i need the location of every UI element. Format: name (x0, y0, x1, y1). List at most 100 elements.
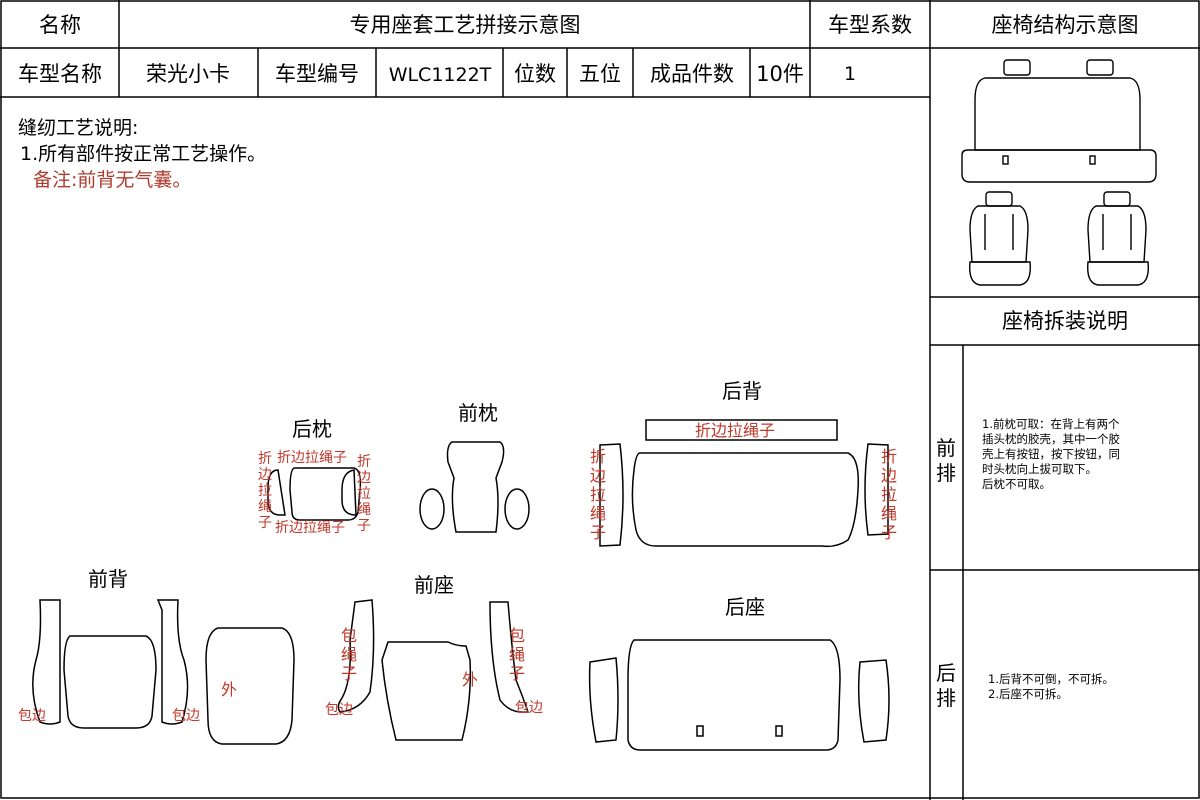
svg-text:折: 折 (590, 447, 606, 466)
svg-text:子: 子 (881, 523, 897, 542)
svg-text:折: 折 (881, 447, 897, 466)
front-pillow-ear-left (419, 488, 445, 530)
svg-text:包: 包 (341, 626, 357, 645)
annot-front-seat-left: 包 绳 子 (341, 626, 357, 683)
model-no: WLC1122T (389, 64, 492, 86)
annot-front-back-outer: 外 (221, 680, 237, 699)
svg-text:1.前枕可取：在背上有两个: 1.前枕可取：在背上有两个 (982, 417, 1120, 431)
rear-back-side-right (864, 443, 889, 536)
label-rear-seat: 后座 (725, 595, 765, 619)
svg-text:绳: 绳 (357, 502, 371, 518)
rear-pillow-side-left (267, 469, 286, 516)
front-back-center (63, 635, 157, 729)
svg-text:绳: 绳 (509, 645, 525, 664)
front-row-instructions: 1.前枕可取：在背上有两个 插头枕的胶壳，其中一个胶 壳上有按钮，按下按钮，同 … (982, 417, 1120, 491)
svg-text:边: 边 (590, 466, 606, 485)
label-rear-back: 后背 (722, 379, 762, 403)
annot-front-seat-edge-left: 包边 (325, 702, 353, 718)
annot-rear-pillow-right: 折 边 拉 绳 子 (357, 454, 371, 534)
svg-text:边: 边 (258, 467, 272, 483)
svg-text:拉: 拉 (590, 485, 606, 504)
pieces-label: 成品件数 (650, 62, 734, 86)
structure-title: 座椅结构示意图 (992, 13, 1139, 37)
svg-text:后: 后 (936, 661, 956, 685)
notes-line1: 1.所有部件按正常工艺操作。 (20, 143, 266, 165)
notes-heading: 缝纫工艺说明: (18, 117, 138, 139)
label-rear-pillow: 后枕 (292, 417, 332, 441)
front-back-outer (205, 627, 295, 745)
model-no-label: 车型编号 (275, 62, 359, 86)
rear-pillow-center (289, 467, 362, 521)
annot-front-seat-right: 包 绳 子 (509, 626, 525, 683)
seat-structure-sketch (961, 59, 1157, 286)
disassembly-title: 座椅拆装说明 (1002, 309, 1128, 333)
rear-row-label: 后 排 (936, 661, 956, 710)
rear-seat-side-right (857, 659, 890, 743)
diagram-title: 专用座套工艺拼接示意图 (350, 13, 581, 37)
svg-text:折: 折 (357, 454, 371, 470)
front-back-side-left (32, 599, 61, 725)
svg-text:时头枕向上拔可取下。: 时头枕向上拔可取下。 (982, 462, 1097, 476)
svg-text:绳: 绳 (590, 504, 606, 523)
svg-text:壳上有按钮，按下按钮，同: 壳上有按钮，按下按钮，同 (982, 447, 1120, 461)
coef-value: 1 (844, 63, 856, 85)
svg-text:插头枕的胶壳，其中一个胶: 插头枕的胶壳，其中一个胶 (982, 432, 1120, 446)
annot-rear-pillow-left: 折 边 拉 绳 子 (258, 451, 272, 531)
pattern-pieces (32, 419, 890, 751)
label-front-pillow: 前枕 (458, 401, 498, 425)
annot-rear-pillow-top: 折边拉绳子 (277, 450, 347, 466)
name-label: 名称 (39, 13, 81, 37)
rear-row-instructions: 1.后背不可倒，不可拆。 2.后座不可拆。 (988, 672, 1114, 701)
svg-text:绳: 绳 (341, 645, 357, 664)
annot-front-seat-outer: 外 (462, 670, 478, 689)
front-seat-side-left (337, 599, 375, 713)
annot-rear-back-right: 折 边 拉 绳 子 (881, 447, 897, 542)
svg-text:后枕不可取。: 后枕不可取。 (982, 477, 1051, 491)
rear-back-main (631, 452, 860, 548)
pieces-value: 10件 (756, 62, 804, 86)
svg-text:包: 包 (509, 626, 525, 645)
annot-rear-back-left: 折 边 拉 绳 子 (590, 447, 606, 542)
svg-text:前: 前 (936, 436, 956, 460)
seats-value: 五位 (579, 62, 621, 86)
front-seat-side-right (489, 601, 530, 713)
svg-text:拉: 拉 (357, 486, 371, 502)
model-name: 荣光小卡 (146, 62, 230, 86)
model-name-label: 车型名称 (18, 62, 102, 86)
rear-back-side-left (599, 443, 624, 547)
svg-text:子: 子 (357, 518, 371, 534)
svg-text:绳: 绳 (881, 504, 897, 523)
annot-front-seat-edge-right: 包边 (515, 700, 543, 716)
annot-front-back-edge-left: 包边 (18, 708, 46, 724)
label-front-back: 前背 (88, 567, 128, 591)
front-seat-main (381, 641, 472, 741)
rear-seat-main (627, 639, 841, 751)
annot-front-back-edge-right: 包边 (172, 708, 200, 724)
front-pillow-center (446, 441, 505, 533)
annot-rear-pillow-bottom: 折边拉绳子 (275, 520, 345, 536)
seats-label: 位数 (514, 62, 556, 86)
front-pillow-ear-right (504, 488, 530, 530)
svg-text:绳: 绳 (258, 499, 272, 515)
rear-pillow-side-right (341, 469, 357, 516)
coef-label: 车型系数 (828, 13, 912, 37)
front-back-side-right (156, 599, 189, 725)
svg-text:子: 子 (509, 664, 525, 683)
svg-text:子: 子 (258, 515, 272, 531)
rear-back-top-strip (645, 419, 838, 441)
rear-seat-side-left (588, 657, 619, 743)
svg-text:1.后背不可倒，不可拆。: 1.后背不可倒，不可拆。 (988, 672, 1114, 686)
svg-text:拉: 拉 (881, 485, 897, 504)
svg-text:排: 排 (936, 461, 956, 485)
svg-text:拉: 拉 (258, 483, 272, 499)
svg-text:子: 子 (341, 664, 357, 683)
notes-remark: 备注:前背无气囊。 (33, 169, 191, 191)
svg-text:折: 折 (258, 451, 272, 467)
svg-text:子: 子 (590, 523, 606, 542)
svg-text:边: 边 (881, 466, 897, 485)
label-front-seat: 前座 (414, 573, 454, 597)
svg-text:排: 排 (936, 686, 956, 710)
svg-text:边: 边 (357, 470, 371, 486)
